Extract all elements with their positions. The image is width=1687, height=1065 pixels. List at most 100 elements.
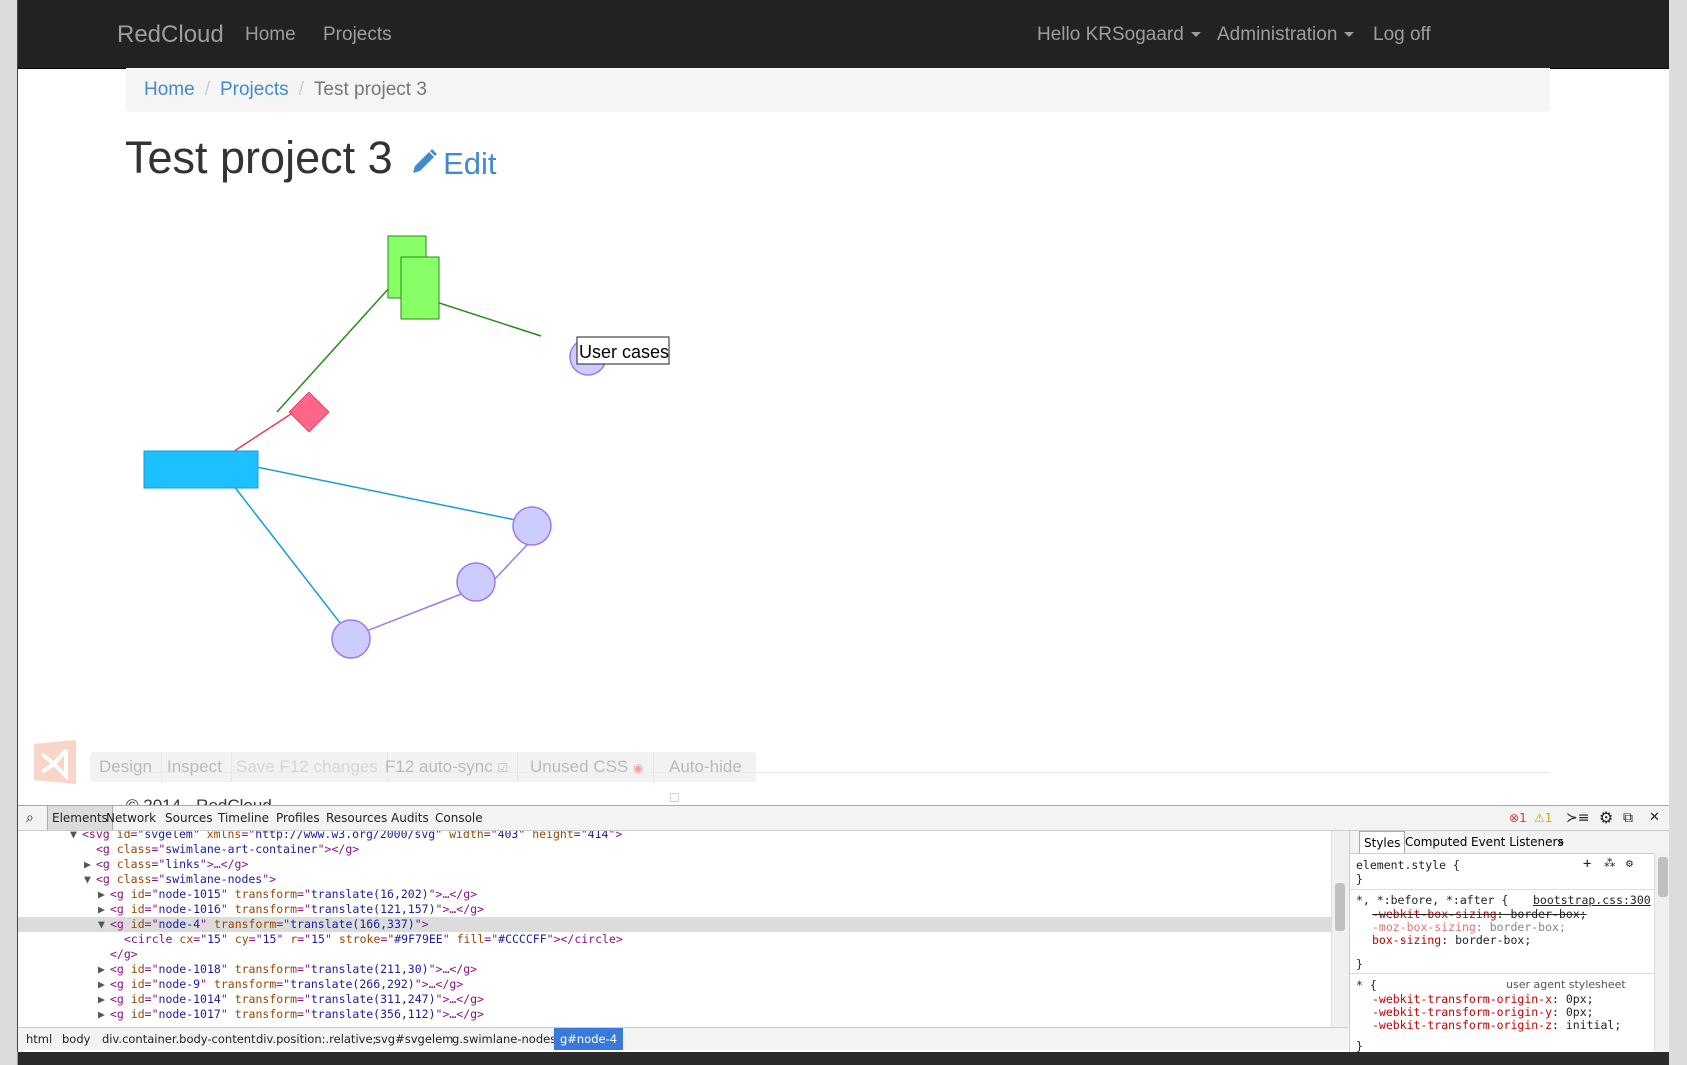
attr-eq: =": [573, 831, 588, 841]
dom-node[interactable]: ▶<g id="node-1015" transform="translate(…: [18, 887, 477, 902]
scrollbar-thumb[interactable]: [1658, 857, 1668, 897]
element-state-icon[interactable]: ⁂: [1604, 856, 1616, 870]
tab-resources[interactable]: Resources: [326, 811, 388, 825]
expanded-triangle-icon[interactable]: ▼: [84, 872, 91, 886]
scrollbar-thumb[interactable]: [1335, 883, 1345, 931]
dom-node[interactable]: ▼<g class="swimlane-nodes">: [18, 872, 276, 887]
elements-scrollbar[interactable]: [1331, 831, 1349, 1027]
rule-selector[interactable]: *, *:before, *:after {: [1356, 893, 1509, 907]
node-blue-rect[interactable]: [143, 450, 259, 489]
css-property[interactable]: -webkit-transform-origin-x: 0px;: [1372, 992, 1594, 1006]
collapsed-triangle-icon[interactable]: ▶: [98, 902, 105, 916]
css-property[interactable]: box-sizing: border-box;: [1372, 933, 1531, 947]
rule-source-link[interactable]: bootstrap.css:300: [1533, 893, 1651, 907]
attr-space: [124, 917, 131, 931]
logoff-link[interactable]: Log off: [1373, 24, 1431, 45]
node-circle[interactable]: [512, 506, 552, 546]
tab-console[interactable]: Console: [435, 811, 483, 825]
expanded-triangle-icon[interactable]: ▼: [70, 831, 77, 841]
style-settings-gear-icon[interactable]: ⚙: [1626, 856, 1633, 870]
dom-node[interactable]: </g>: [18, 947, 138, 962]
collapsed-triangle-icon[interactable]: ▶: [84, 857, 91, 871]
dom-node[interactable]: ▶<g id="node-1014" transform="translate(…: [18, 992, 484, 1007]
autohide-toggle[interactable]: Auto-hide ☐: [660, 752, 756, 805]
node-diamond[interactable]: [288, 391, 330, 433]
error-count-badge[interactable]: ⊗1: [1509, 806, 1527, 830]
dom-node-selected[interactable]: ▼<g id="node-4" transform="translate(166…: [18, 917, 1348, 932]
tab-elements[interactable]: Elements: [47, 806, 113, 830]
elements-tree[interactable]: ▼<svg id="svgelem" xmlns="http://www.w3.…: [18, 831, 1348, 1027]
collapsed-triangle-icon[interactable]: ▶: [98, 992, 105, 1006]
attr-name: transform: [234, 902, 298, 916]
more-tabs-icon[interactable]: »: [1557, 835, 1565, 849]
close-icon[interactable]: ✕: [1649, 810, 1660, 825]
design-button[interactable]: Design: [90, 752, 162, 782]
tag-name: <svg: [82, 831, 110, 841]
tab-event-listeners[interactable]: Event Listeners: [1471, 835, 1564, 849]
search-icon[interactable]: ⌕: [26, 810, 34, 826]
link-rect-circle-bottom: [215, 462, 352, 638]
attr-value: node-4: [158, 917, 201, 931]
visual-studio-logo-icon[interactable]: [32, 738, 78, 786]
edit-link[interactable]: Edit: [409, 146, 497, 182]
collapsed-triangle-icon[interactable]: ▶: [98, 977, 105, 991]
unused-css-toggle[interactable]: Unused CSS ◉: [521, 752, 654, 782]
tab-sources[interactable]: Sources: [165, 811, 213, 825]
user-menu[interactable]: Hello KRSogaard: [1037, 0, 1201, 68]
warning-count-badge[interactable]: ⚠1: [1534, 806, 1552, 830]
dom-crumb[interactable]: div.position:.relative;: [256, 1032, 377, 1046]
dom-node[interactable]: ▶<g id="node-1018" transform="translate(…: [18, 962, 477, 977]
css-property-value: : border-box;: [1475, 920, 1566, 934]
breadcrumb-home[interactable]: Home: [144, 79, 195, 100]
collapsed-triangle-icon[interactable]: ▶: [98, 1007, 105, 1021]
attr-eq: =": [144, 917, 159, 931]
element-style-selector[interactable]: element.style {: [1356, 858, 1460, 872]
add-rule-icon[interactable]: +: [1583, 856, 1592, 872]
nav-home[interactable]: Home: [245, 24, 296, 45]
css-property[interactable]: -webkit-transform-origin-y: 0px;: [1372, 1005, 1594, 1019]
breadcrumb-projects[interactable]: Projects: [219, 79, 289, 100]
dom-node[interactable]: ▶<g id="node-9" transform="translate(266…: [18, 977, 463, 992]
dom-crumb[interactable]: g.swimlane-nodes: [452, 1032, 557, 1046]
dock-icon[interactable]: ⧉: [1623, 810, 1633, 826]
node-green-front[interactable]: [400, 256, 440, 320]
dom-node[interactable]: <circle cx="15" cy="15" r="15" stroke="#…: [18, 932, 623, 947]
dom-node[interactable]: <g class="swimlane-art-container"></g>: [18, 842, 359, 857]
tab-computed[interactable]: Computed: [1405, 835, 1468, 849]
nav-projects[interactable]: Projects: [323, 24, 392, 45]
dom-crumb[interactable]: div.container.body-content: [102, 1032, 256, 1046]
tab-styles[interactable]: Styles: [1359, 831, 1406, 853]
dom-node[interactable]: ▶<g id="node-1016" transform="translate(…: [18, 902, 484, 917]
collapsed-triangle-icon[interactable]: ▶: [98, 887, 105, 901]
dom-crumb[interactable]: html: [26, 1032, 53, 1046]
tab-network[interactable]: Network: [106, 811, 157, 825]
drawer-toggle-icon[interactable]: ≻≡: [1566, 810, 1590, 826]
admin-menu[interactable]: Administration: [1217, 0, 1355, 68]
node-circle[interactable]: [456, 562, 496, 602]
f12-autosync-toggle[interactable]: F12 auto-sync ☑: [376, 752, 519, 782]
attr-value: node-1014: [158, 992, 221, 1006]
css-property[interactable]: -webkit-box-sizing: border-box;: [1372, 907, 1587, 921]
dom-node[interactable]: ▼<svg id="svgelem" xmlns="http://www.w3.…: [18, 831, 622, 842]
dom-node[interactable]: ▶<g class="links">…</g>: [18, 857, 248, 872]
styles-scrollbar[interactable]: [1654, 853, 1670, 1052]
expanded-triangle-icon[interactable]: ▼: [98, 917, 105, 931]
save-f12-changes-button[interactable]: Save F12 changes: [227, 752, 388, 782]
css-property-value: : border-box;: [1441, 933, 1532, 947]
tab-audits[interactable]: Audits: [391, 811, 429, 825]
dom-node[interactable]: ▶<g id="node-1017" transform="translate(…: [18, 1007, 484, 1022]
gear-icon[interactable]: ⚙: [1599, 808, 1614, 827]
dom-crumb[interactable]: body: [62, 1032, 91, 1046]
inspect-button[interactable]: Inspect: [158, 752, 232, 782]
css-property[interactable]: -webkit-transform-origin-z: initial;: [1372, 1018, 1621, 1032]
dom-crumb[interactable]: svg#svgelem: [375, 1032, 454, 1046]
collapsed-triangle-icon[interactable]: ▶: [98, 962, 105, 976]
dom-crumb-selected[interactable]: g#node-4: [554, 1028, 624, 1050]
tag-close: >…</g>: [442, 902, 484, 916]
tab-profiles[interactable]: Profiles: [276, 811, 320, 825]
node-4-circle[interactable]: [331, 619, 371, 659]
rule-selector[interactable]: * {: [1356, 978, 1377, 992]
brand-link[interactable]: RedCloud: [117, 21, 224, 48]
tab-timeline[interactable]: Timeline: [218, 811, 270, 825]
css-property[interactable]: -moz-box-sizing: border-box;: [1372, 920, 1566, 934]
